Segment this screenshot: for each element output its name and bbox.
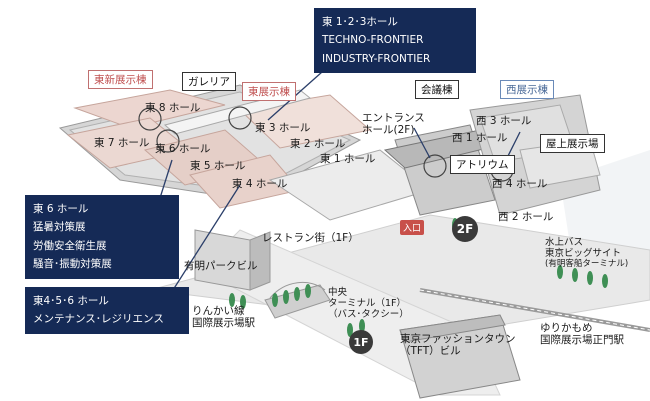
label-hall-e1: 東 1 ホール	[320, 153, 376, 165]
label-line: ホール(2F)	[362, 124, 415, 137]
label-entrance-hall: エントランス ホール(2F)	[362, 112, 425, 136]
label-hall-w2: 西 2 ホール	[498, 211, 554, 223]
label-line: ターミナル（1F）	[328, 297, 407, 309]
callout-line: 東 1･2･3ホール	[322, 16, 398, 28]
label-line: （TFT）ビル	[400, 345, 461, 358]
tag-atrium: アトリウム	[450, 155, 515, 174]
tag-galleria: ガレリア	[182, 72, 236, 91]
label-hall-e8: 東 8 ホール	[145, 102, 201, 114]
callout-line: 東4･5･6 ホール	[33, 295, 109, 307]
label-line: 水上バス	[545, 237, 584, 248]
callout-east-6: 東 6 ホール 猛暑対策展 労働安全衛生展 騒音･振動対策展	[25, 195, 179, 279]
label-line: りんかい線	[192, 305, 245, 317]
entrance-sign: 入口	[400, 220, 425, 235]
label-hall-e3: 東 3 ホール	[255, 122, 311, 134]
label-line: 東京ファッションタウン	[400, 333, 516, 345]
label-hall-e4: 東 4 ホール	[232, 178, 288, 190]
label-line: 国際展示場駅	[192, 317, 255, 330]
tag-west-building: 西展示棟	[500, 80, 554, 99]
label-hall-w3: 西 3 ホール	[476, 115, 532, 127]
label-ariake-park: 有明パークビル	[184, 260, 258, 272]
label-hall-e7: 東 7 ホール	[94, 137, 150, 149]
floor-1f-badge: 1F	[349, 330, 373, 354]
label-hall-e5: 東 5 ホール	[190, 160, 246, 172]
railway-inner	[419, 289, 650, 331]
tag-rooftop: 屋上展示場	[540, 134, 605, 153]
label-hall-w1: 西 1 ホール	[452, 132, 508, 144]
ariake-park-side	[249, 231, 271, 291]
label-line: エントランス	[362, 112, 425, 124]
label-yurikamome-station: ゆりかもめ 国際展示場正門駅	[540, 322, 624, 346]
callout-line: 騒音･振動対策展	[33, 258, 112, 271]
label-hall-e2: 東 2 ホール	[290, 138, 346, 150]
label-hall-w4: 西 4 ホール	[492, 178, 548, 190]
label-restaurant: レストラン街（1F）	[262, 232, 359, 244]
label-line: ゆりかもめ	[540, 322, 593, 334]
label-tft-building: 東京ファッションタウン （TFT）ビル	[400, 333, 516, 357]
tag-conference-building: 会議棟	[415, 80, 459, 99]
floor-2f-badge: 2F	[452, 216, 478, 242]
label-line: 東京ビッグサイト	[545, 247, 622, 259]
callout-line: 労働安全衛生展	[33, 239, 107, 252]
label-water-bus: 水上バス 東京ビッグサイト (有明客船ターミナル)	[545, 237, 629, 270]
tag-east-building: 東展示棟	[242, 82, 296, 101]
tag-east-new-building: 東新展示棟	[88, 70, 153, 89]
label-central-terminal: 中央 ターミナル（1F） （バス･タクシー）	[328, 287, 409, 321]
label-line: 国際展示場正門駅	[540, 334, 624, 347]
label-line: 中央	[328, 287, 348, 298]
tft-building-top	[399, 314, 506, 343]
label-rinkai-station: りんかい線 国際展示場駅	[192, 305, 255, 329]
callout-east-123: 東 1･2･3ホール TECHNO-FRONTIER INDUSTRY-FRON…	[314, 8, 476, 74]
callout-line: メンテナンス･レジリエンス	[33, 313, 164, 326]
label-line: （バス･タクシー）	[328, 308, 409, 320]
label-hall-e6: 東 6 ホール	[155, 143, 211, 155]
callout-east-456: 東4･5･6 ホール メンテナンス･レジリエンス	[25, 287, 189, 334]
callout-line: TECHNO-FRONTIER	[322, 34, 424, 47]
callout-line: 猛暑対策展	[33, 221, 86, 234]
east-new-roof	[73, 89, 226, 129]
callout-line: INDUSTRY-FRONTIER	[322, 52, 431, 65]
callout-line: 東 6 ホール	[33, 203, 89, 215]
label-line: (有明客船ターミナル)	[545, 258, 629, 269]
rinkai-station	[264, 284, 331, 319]
